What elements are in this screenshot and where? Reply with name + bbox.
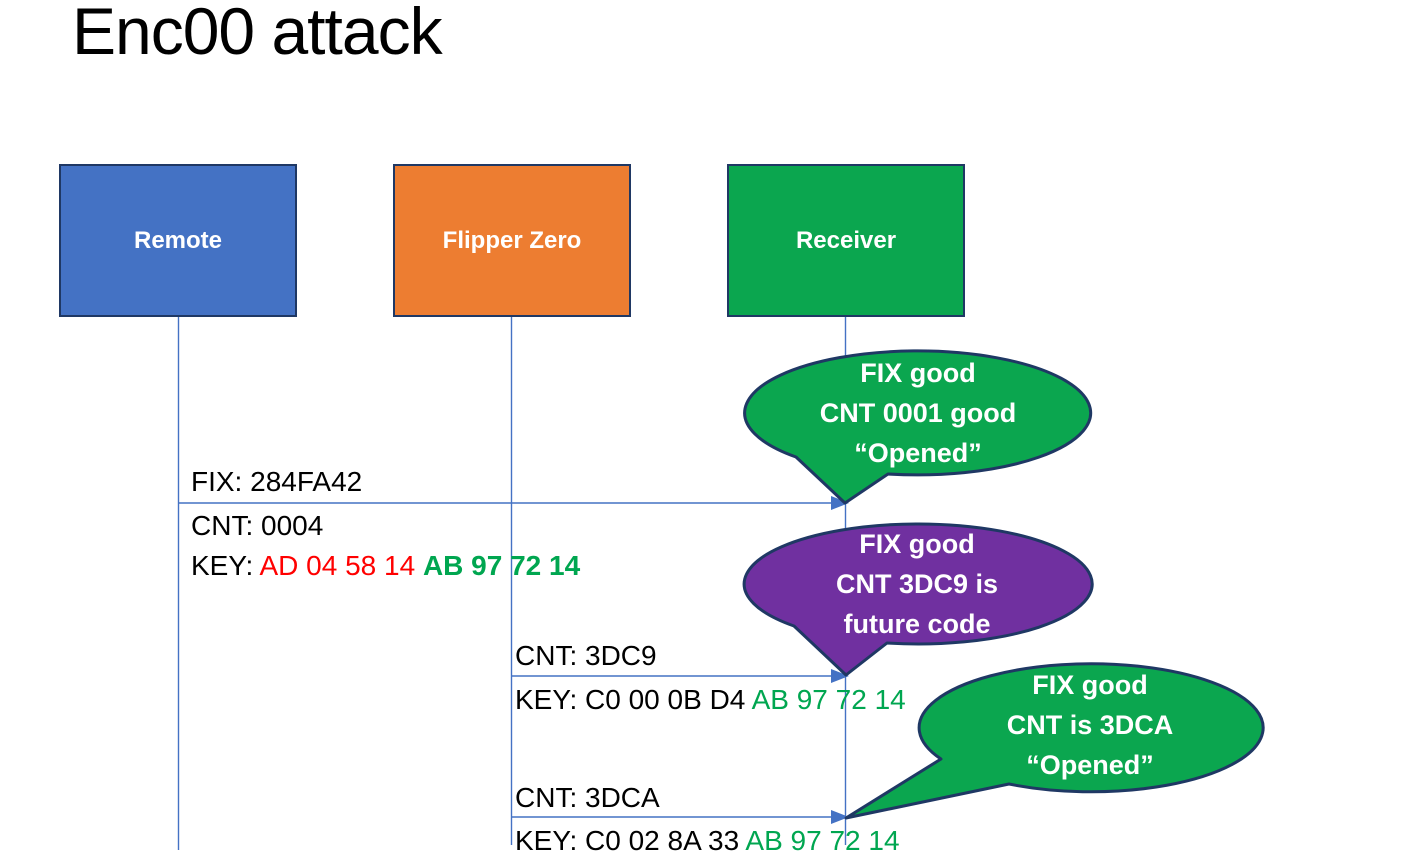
message-2-cnt-label: CNT: 3DC9 [515, 640, 657, 671]
message-3-key-prefix: KEY: C0 02 8A 33 [515, 825, 746, 856]
callout-3-bubble [844, 662, 1265, 820]
message-3-key-label: KEY: C0 02 8A 33 AB 97 72 14 [515, 823, 900, 859]
message-2-arrowhead-icon [831, 669, 849, 683]
actor-box-remote: Remote [59, 164, 297, 317]
message-1-cnt-label: CNT: 0004 [191, 510, 324, 541]
callout-3-line-3: “Opened” [1026, 750, 1154, 780]
actor-label-remote: Remote [133, 226, 223, 254]
callout-3-text: FIX good CNT is 3DCA “Opened” [918, 665, 1262, 785]
callout-2-text: FIX good CNT 3DC9 is future code [743, 524, 1091, 644]
message-3-key-green-bytes: AB 97 72 14 [745, 825, 900, 856]
callout-1-line-2: CNT 0001 good [819, 398, 1017, 428]
message-2-key-prefix: KEY: C0 00 0B D4 [515, 684, 752, 715]
actor-label-receiver: Receiver [795, 226, 897, 254]
message-1-key-label: KEY: AD 04 58 14 AB 97 72 14 [191, 548, 580, 584]
message-1-fix-label: FIX: 284FA42 [191, 466, 363, 497]
callout-2-line-3: future code [843, 609, 991, 639]
message-2-arrow [512, 669, 849, 683]
page-title: Enc00 attack [72, 0, 443, 68]
callout-3-line-1: FIX good [1032, 670, 1148, 700]
message-2-key-label: KEY: C0 00 0B D4 AB 97 72 14 [515, 682, 906, 718]
message-1-arrow [179, 496, 849, 510]
message-3-cnt-label: CNT: 3DCA [515, 782, 660, 813]
actor-label-flipper-zero: Flipper Zero [442, 226, 582, 254]
message-3-arrow [512, 810, 849, 824]
callout-3-line-2: CNT is 3DCA [1006, 710, 1174, 740]
callout-1-line-3: “Opened” [854, 438, 982, 468]
callout-2-line-2: CNT 3DC9 is [835, 569, 999, 599]
message-1-arrowhead-icon [831, 496, 849, 510]
message-3-arrowhead-icon [831, 810, 849, 824]
callout-2-line-1: FIX good [859, 529, 975, 559]
message-1-key-red-bytes: AD 04 58 14 [259, 550, 423, 581]
message-1-key-prefix: KEY: [191, 550, 260, 581]
callout-1-line-1: FIX good [860, 358, 976, 388]
message-1-key-green-bytes: AB 97 72 14 [422, 550, 581, 581]
callout-2-bubble [742, 522, 1094, 677]
actor-box-flipper-zero: Flipper Zero [393, 164, 631, 317]
callout-1-bubble [743, 349, 1093, 505]
callout-1-text: FIX good CNT 0001 good “Opened” [745, 353, 1091, 473]
message-2-key-green-bytes: AB 97 72 14 [751, 684, 906, 715]
actor-box-receiver: Receiver [727, 164, 965, 317]
